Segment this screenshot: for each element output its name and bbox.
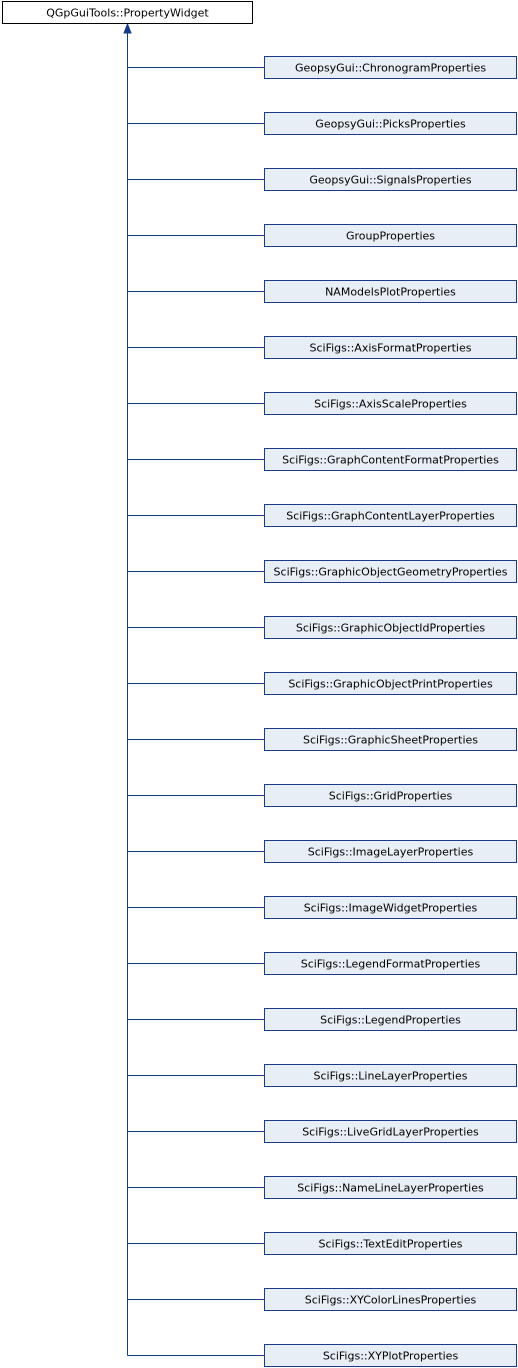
derived-class-node[interactable]: GeopsyGui::PicksProperties [264, 112, 517, 135]
derived-class-label: SciFigs::GraphicObjectIdProperties [296, 622, 486, 635]
derived-class-box [264, 1288, 517, 1311]
derived-class-label: GroupProperties [346, 230, 435, 243]
derived-class-node[interactable]: SciFigs::NameLineLayerProperties [264, 1176, 517, 1199]
derived-class-box [264, 616, 517, 639]
derived-class-node[interactable]: SciFigs::ImageWidgetProperties [264, 896, 517, 919]
derived-class-label: SciFigs::TextEditProperties [319, 1238, 463, 1251]
derived-class-label: SciFigs::LegendProperties [320, 1014, 461, 1027]
derived-class-label: SciFigs::LegendFormatProperties [301, 958, 481, 971]
derived-class-box [264, 112, 517, 135]
derived-class-nodes: GeopsyGui::ChronogramPropertiesGeopsyGui… [264, 56, 517, 1367]
derived-class-label: SciFigs::GraphicSheetProperties [303, 734, 478, 747]
derived-class-box [264, 336, 517, 359]
derived-class-node[interactable]: GeopsyGui::SignalsProperties [264, 168, 517, 191]
derived-class-box [264, 672, 517, 695]
derived-class-node[interactable]: SciFigs::ImageLayerProperties [264, 840, 517, 863]
derived-class-label: SciFigs::GridProperties [329, 790, 453, 803]
derived-class-box [264, 1176, 517, 1199]
derived-class-box [264, 56, 517, 79]
derived-class-label: SciFigs::XYColorLinesProperties [305, 1294, 477, 1307]
derived-class-box [264, 280, 517, 303]
derived-class-box [264, 392, 517, 415]
derived-class-box [264, 1120, 517, 1143]
derived-class-label: GeopsyGui::SignalsProperties [309, 174, 472, 187]
derived-class-node[interactable]: SciFigs::AxisFormatProperties [264, 336, 517, 359]
derived-class-label: NAModelsPlotProperties [325, 286, 456, 299]
derived-class-label: SciFigs::ImageLayerProperties [308, 846, 474, 859]
derived-class-node[interactable]: SciFigs::GraphicObjectPrintProperties [264, 672, 517, 695]
derived-class-label: SciFigs::GraphicObjectPrintProperties [288, 678, 493, 691]
derived-class-box [264, 168, 517, 191]
derived-class-label: SciFigs::AxisScaleProperties [314, 398, 467, 411]
derived-class-label: SciFigs::XYPlotProperties [323, 1350, 459, 1363]
derived-class-node[interactable]: SciFigs::GraphicObjectGeometryProperties [264, 560, 517, 583]
derived-class-label: GeopsyGui::ChronogramProperties [295, 62, 486, 75]
derived-class-label: SciFigs::GraphContentLayerProperties [286, 510, 495, 523]
derived-class-node[interactable]: GeopsyGui::ChronogramProperties [264, 56, 517, 79]
derived-class-box [264, 952, 517, 975]
derived-class-node[interactable]: NAModelsPlotProperties [264, 280, 517, 303]
base-class-box [2, 1, 253, 24]
derived-class-box [264, 840, 517, 863]
derived-class-node[interactable]: SciFigs::XYPlotProperties [264, 1344, 517, 1367]
derived-class-box [264, 1344, 517, 1367]
derived-class-box [264, 448, 517, 471]
derived-class-label: SciFigs::ImageWidgetProperties [304, 902, 478, 915]
derived-class-box [264, 896, 517, 919]
base-class-label: QGpGuiTools::PropertyWidget [46, 7, 209, 20]
inheritance-arrowhead [123, 22, 132, 34]
derived-class-node[interactable]: SciFigs::GraphicObjectIdProperties [264, 616, 517, 639]
derived-class-box [264, 1232, 517, 1255]
derived-class-node[interactable]: SciFigs::LineLayerProperties [264, 1064, 517, 1087]
derived-class-box [264, 504, 517, 527]
derived-class-node[interactable]: SciFigs::GridProperties [264, 784, 517, 807]
derived-class-box [264, 1064, 517, 1087]
derived-class-box [264, 560, 517, 583]
derived-class-label: SciFigs::AxisFormatProperties [310, 342, 472, 355]
derived-class-label: SciFigs::LineLayerProperties [314, 1070, 468, 1083]
derived-class-node[interactable]: SciFigs::GraphicSheetProperties [264, 728, 517, 751]
derived-class-node[interactable]: SciFigs::AxisScaleProperties [264, 392, 517, 415]
derived-class-box [264, 1008, 517, 1031]
derived-class-label: SciFigs::GraphContentFormatProperties [282, 454, 499, 467]
derived-class-node[interactable]: SciFigs::TextEditProperties [264, 1232, 517, 1255]
derived-class-node[interactable]: SciFigs::LegendProperties [264, 1008, 517, 1031]
derived-class-node[interactable]: SciFigs::LegendFormatProperties [264, 952, 517, 975]
derived-class-node[interactable]: SciFigs::GraphContentFormatProperties [264, 448, 517, 471]
derived-class-box [264, 784, 517, 807]
derived-class-label: SciFigs::GraphicObjectGeometryProperties [274, 566, 508, 579]
derived-class-node[interactable]: GroupProperties [264, 224, 517, 247]
inheritance-edges [123, 22, 265, 1356]
derived-class-node[interactable]: SciFigs::GraphContentLayerProperties [264, 504, 517, 527]
derived-class-label: GeopsyGui::PicksProperties [315, 118, 466, 131]
derived-class-box [264, 728, 517, 751]
derived-class-node[interactable]: SciFigs::LiveGridLayerProperties [264, 1120, 517, 1143]
derived-class-label: SciFigs::NameLineLayerProperties [297, 1182, 484, 1195]
derived-class-box [264, 224, 517, 247]
derived-class-node[interactable]: SciFigs::XYColorLinesProperties [264, 1288, 517, 1311]
base-class-node[interactable]: QGpGuiTools::PropertyWidget [2, 1, 253, 24]
derived-class-label: SciFigs::LiveGridLayerProperties [302, 1126, 479, 1139]
